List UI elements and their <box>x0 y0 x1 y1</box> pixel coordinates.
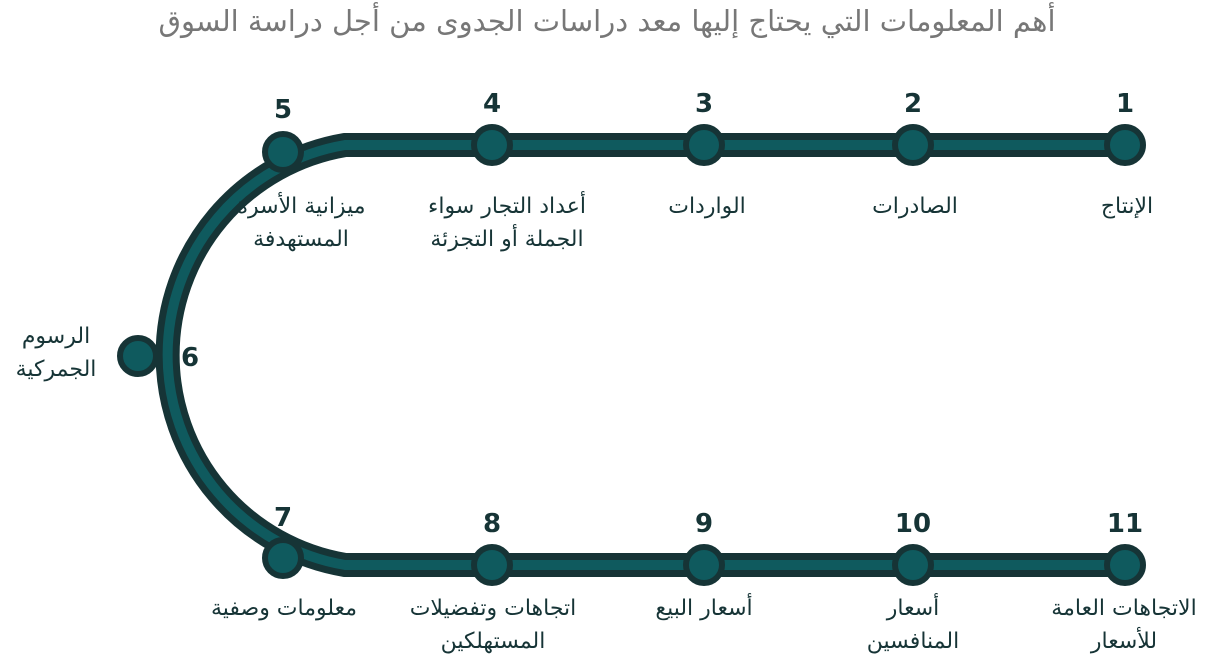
timeline-node-4 <box>471 124 513 166</box>
timeline-track <box>162 140 1130 570</box>
step-number-5: 5 <box>274 95 292 125</box>
timeline-node-9 <box>683 544 725 586</box>
step-label-1: الإنتاج <box>1101 190 1153 223</box>
step-number-9: 9 <box>695 509 713 539</box>
step-label-line: للأسعار <box>1090 629 1158 654</box>
step-label-4: أعداد التجار سواء الجملة أو التجزئة <box>428 190 586 256</box>
step-label-line: المنافسين <box>866 629 960 654</box>
step-number-1: 1 <box>1116 89 1134 119</box>
step-label-line: المستهدفة <box>253 227 349 252</box>
step-label-line: معلومات وصفية <box>210 596 358 621</box>
step-label-line: المستهلكين <box>440 629 546 654</box>
timeline-nodes <box>117 124 1146 586</box>
step-label-line: الواردات <box>668 194 746 219</box>
step-label-5: ميزانية الأسرة المستهدفة <box>237 190 366 256</box>
step-number-8: 8 <box>483 509 501 539</box>
step-label-11: الاتجاهات العامة للأسعار <box>1051 592 1196 658</box>
step-label-7: معلومات وصفية <box>211 592 357 625</box>
timeline-node-6 <box>117 335 159 377</box>
step-label-line: أسعار البيع <box>655 596 753 621</box>
timeline-node-7 <box>262 537 304 579</box>
timeline-node-8 <box>471 544 513 586</box>
step-label-10: أسعار المنافسين <box>867 592 959 658</box>
step-number-4: 4 <box>483 89 501 119</box>
timeline-node-2 <box>892 124 934 166</box>
step-label-line: الصادرات <box>872 194 958 219</box>
step-label-3: الواردات <box>668 190 746 223</box>
step-number-2: 2 <box>904 89 922 119</box>
step-label-line: الاتجاهات العامة <box>1051 596 1197 621</box>
step-number-6: 6 <box>181 343 199 373</box>
step-number-11: 11 <box>1107 509 1143 539</box>
timeline-node-3 <box>683 124 725 166</box>
step-number-7: 7 <box>274 503 292 533</box>
step-label-2: الصادرات <box>872 190 958 223</box>
step-label-line: الرسوم <box>21 324 91 349</box>
step-numbers: 1 2 3 4 5 6 7 8 9 10 11 <box>181 89 1143 539</box>
step-label-9: أسعار البيع <box>655 592 752 625</box>
step-label-line: اتجاهات وتفضيلات <box>409 596 577 621</box>
timeline-node-5 <box>262 131 304 173</box>
step-label-line: الجمركية <box>15 357 97 382</box>
step-number-3: 3 <box>695 89 713 119</box>
step-label-line: الجملة أو التجزئة <box>430 227 584 252</box>
timeline-node-11 <box>1104 544 1146 586</box>
timeline-node-10 <box>892 544 934 586</box>
step-label-line: أعداد التجار سواء <box>428 194 586 219</box>
step-label-line: الإنتاج <box>1100 194 1154 219</box>
step-label-6: الرسوم الجمركية <box>16 320 97 386</box>
diagram-title: أهم المعلومات التي يحتاج إليها معد دراسا… <box>158 4 1056 38</box>
timeline-node-1 <box>1104 124 1146 166</box>
step-label-8: اتجاهات وتفضيلات المستهلكين <box>410 592 577 658</box>
step-label-line: ميزانية الأسرة <box>236 194 366 219</box>
step-number-10: 10 <box>895 509 931 539</box>
step-label-line: أسعار <box>886 596 940 621</box>
